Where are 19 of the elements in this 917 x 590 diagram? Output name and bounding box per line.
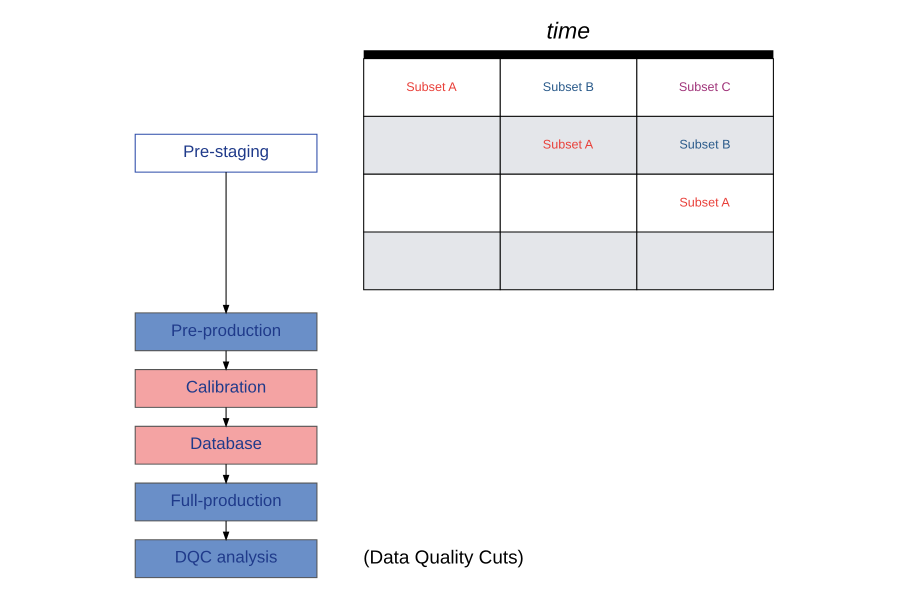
node-label: (Data Quality Cuts) [363,547,524,568]
arrow [222,350,230,371]
node-box: Pre-production [134,312,318,352]
node-box: Calibration [134,369,318,408]
label: Subset B [542,80,594,94]
arrow [222,172,230,314]
node-box: Database [134,426,318,465]
node-box: Full-production [134,482,318,522]
label: Subset A [542,138,594,152]
arrow [222,520,230,542]
arrow [222,464,230,484]
arrow [222,407,230,428]
label: time [546,17,590,44]
label: Subset B [679,138,730,152]
label: Subset C [678,80,731,94]
label: Subset A [679,195,730,210]
node-box: DQC analysis [134,539,318,578]
label: Subset A [406,80,457,94]
node-box: Pre-staging [134,134,318,173]
